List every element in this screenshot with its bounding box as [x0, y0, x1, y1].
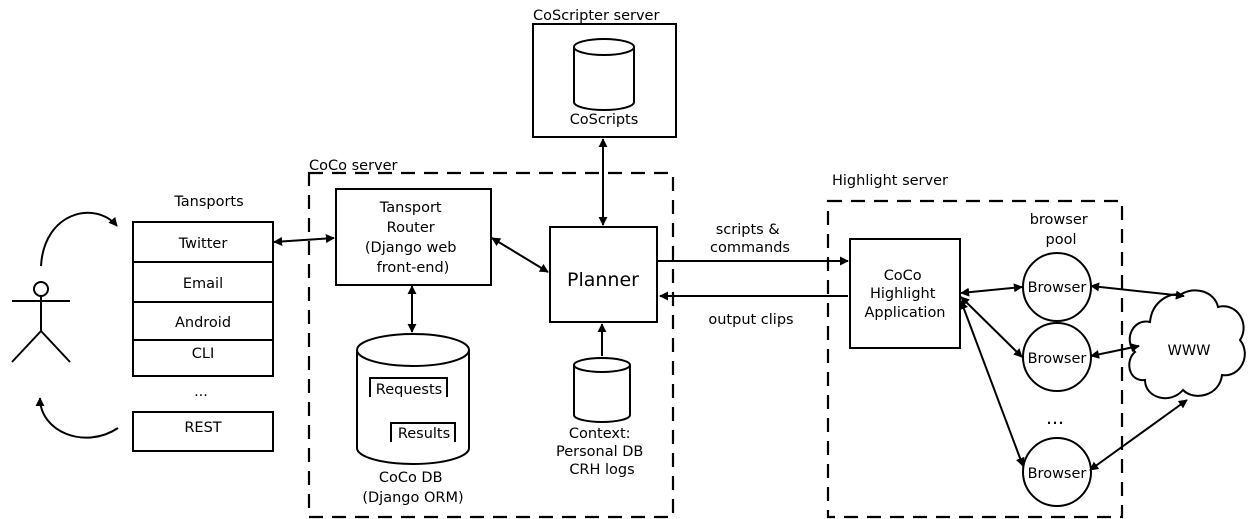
highlight-server-boundary — [826, 199, 1124, 519]
router-line: Tansport — [379, 200, 442, 216]
browser1-www-arrow — [1090, 282, 1185, 300]
transport-label-rest: REST — [184, 420, 221, 436]
coco-server-boundary — [307, 171, 675, 519]
pool-line: browser — [1030, 212, 1088, 228]
planner-box — [549, 226, 658, 323]
www-cloud-icon — [1128, 289, 1246, 400]
transports-ellipsis: ... — [194, 384, 208, 400]
context-db-icon — [573, 357, 631, 423]
app-line: Application — [864, 305, 945, 321]
transport-router-label: Tansport Router (Django web front-end) — [365, 200, 461, 276]
browser-1-label: Browser — [1028, 280, 1087, 296]
coscripter-server-label: CoScripter server — [533, 8, 659, 24]
transport-item-cli — [132, 339, 274, 377]
router-line: (Django web — [365, 240, 457, 256]
transport-label-cli: CLI — [192, 346, 214, 362]
db-caption-line: CoCo DB — [379, 470, 443, 486]
context-label: Context: Personal DB CRH logs — [556, 426, 648, 478]
pool-line: pool — [1046, 232, 1077, 248]
browser-2-label: Browser — [1028, 351, 1087, 367]
transport-item-twitter — [132, 221, 274, 263]
db-caption-line: (Django ORM) — [362, 490, 463, 506]
browser-3-node — [1022, 437, 1092, 507]
scripts-line: commands — [710, 240, 790, 256]
coco-server-label: CoCo server — [309, 158, 398, 174]
planner-label: Planner — [567, 269, 639, 291]
browser3-www-arrow — [1089, 399, 1188, 471]
transports-heading: Tansports — [173, 194, 243, 210]
www-label: WWW — [1167, 343, 1210, 359]
coscripts-label: CoScripts — [570, 112, 639, 128]
user-stick-figure-icon — [11, 281, 71, 363]
router-line: Router — [387, 220, 435, 236]
results-label: Results — [398, 426, 450, 442]
transport-label-android: Android — [175, 315, 231, 331]
transport-item-rest — [132, 411, 274, 452]
scripts-line: scripts & — [716, 222, 780, 238]
context-line: Personal DB — [556, 444, 643, 460]
transport-label-email: Email — [183, 276, 223, 292]
results-table-frame — [390, 422, 456, 442]
app-line: Highlight — [870, 286, 936, 302]
app-line: CoCo — [884, 268, 922, 284]
coscripts-db-icon — [573, 38, 635, 111]
output-clips-label: output clips — [708, 312, 793, 328]
router-planner-arrow — [491, 237, 549, 273]
requests-table-frame — [369, 377, 448, 397]
router-line: front-end) — [377, 260, 450, 276]
highlight-app-label: CoCo Highlight Application — [864, 268, 945, 321]
transport-item-android — [132, 301, 274, 341]
transports-to-user-arrow — [35, 397, 119, 439]
coco-db-icon — [356, 333, 470, 465]
browser-pool-label: browser pool — [1030, 212, 1093, 248]
browser-3-label: Browser — [1028, 466, 1087, 482]
browser2-www-arrow — [1090, 343, 1140, 359]
coco-db-caption: CoCo DB (Django ORM) — [362, 470, 463, 506]
app-browser3-arrow — [959, 300, 1025, 467]
context-line: Context: — [569, 426, 631, 442]
user-to-transports-arrow — [40, 211, 118, 267]
app-browser1-arrow — [960, 283, 1023, 297]
browsers-ellipsis: ... — [1046, 407, 1064, 429]
requests-label: Requests — [376, 382, 442, 398]
transport-label-twitter: Twitter — [178, 236, 228, 252]
highlight-server-label: Highlight server — [832, 173, 948, 189]
transport-router-box — [335, 188, 492, 286]
transport-item-email — [132, 261, 274, 303]
scripts-commands-label: scripts & commands — [710, 222, 790, 256]
context-line: CRH logs — [569, 462, 634, 478]
transports-router-arrow — [273, 234, 335, 246]
highlight-app-box — [849, 238, 961, 349]
